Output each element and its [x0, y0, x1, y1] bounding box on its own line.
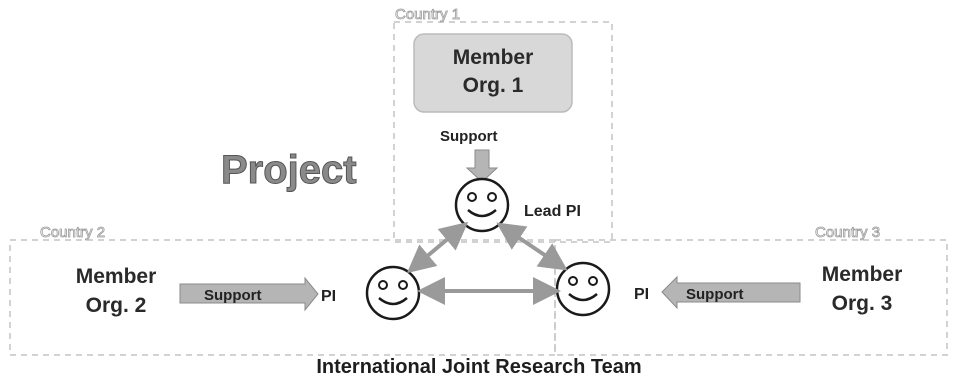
team-title: International Joint Research Team	[316, 356, 641, 378]
project-title: Project	[221, 148, 357, 192]
lead-pi-label: Lead PI	[524, 203, 581, 220]
collab-arrow-lead-right	[496, 222, 568, 271]
left-pi-face-icon	[365, 265, 421, 321]
left-pi-label: PI	[321, 288, 336, 305]
member-org-2-line2: Org. 2	[86, 294, 147, 317]
member-org-3-line1: Member	[822, 263, 903, 286]
support-label-1: Support	[440, 128, 498, 145]
member-org-3-line2: Org. 3	[832, 292, 893, 315]
support-arrow-right	[179, 276, 319, 312]
support-label-3: Support	[686, 286, 744, 303]
member-org-2-line1: Member	[76, 265, 157, 288]
right-pi-face-icon	[555, 261, 611, 317]
support-arrow-down	[465, 149, 499, 183]
right-pi-label: PI	[634, 286, 649, 303]
member-org-1-box	[413, 33, 573, 113]
lead-pi-face-icon	[454, 177, 510, 233]
collab-arrow-lead-left	[406, 221, 469, 274]
country-3-label: Country 3	[815, 224, 880, 241]
support-arrow-left	[661, 275, 801, 310]
member-org-1-line2: Org. 1	[463, 74, 524, 97]
member-org-1-line1: Member	[453, 46, 534, 69]
country-1-label: Country 1	[395, 6, 460, 23]
support-label-2: Support	[204, 287, 262, 304]
country-2-label: Country 2	[40, 224, 105, 241]
